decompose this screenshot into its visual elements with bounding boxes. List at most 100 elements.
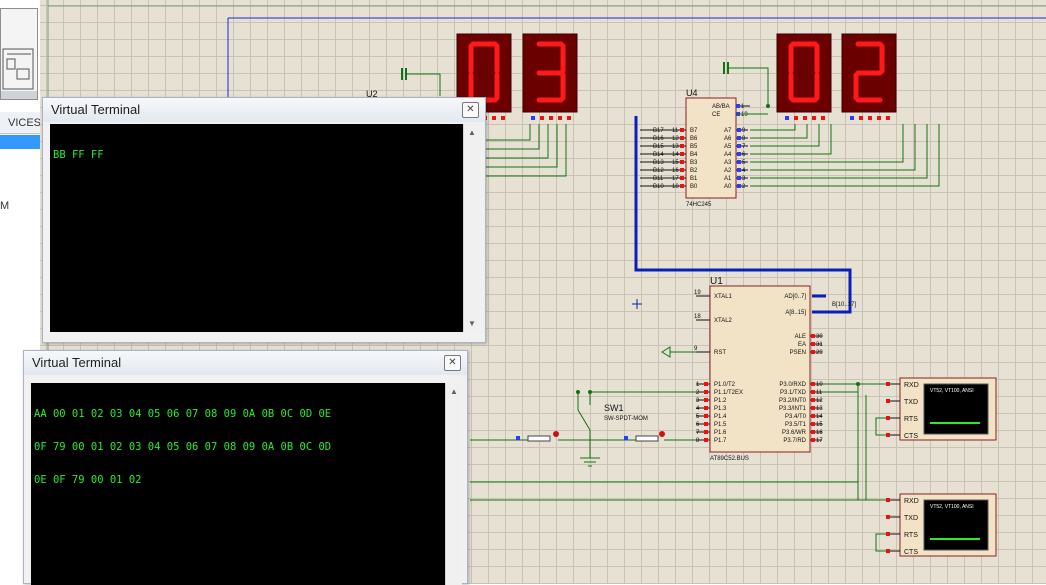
u4-pin-num: 9 (742, 128, 746, 134)
u1-pin-num: 6 (696, 422, 700, 428)
pin-marker (886, 498, 890, 502)
u4-net-label: B15 (653, 144, 664, 150)
u1-pin-num: 18 (694, 314, 701, 320)
pin-marker (704, 430, 708, 434)
terminal-2-screen[interactable]: AA 00 01 02 03 04 05 06 07 08 09 0A 0B 0… (31, 383, 445, 585)
u1-ref-label: U1 (710, 276, 723, 287)
terminal-1-scrollbar[interactable]: ▲ ▼ (463, 124, 480, 332)
ic-u1-body[interactable] (709, 285, 811, 453)
pin-marker (704, 398, 708, 402)
u4-pin-num: 17 (672, 176, 679, 182)
wire (406, 73, 441, 96)
scroll-up-icon[interactable]: ▲ (450, 387, 458, 396)
wire (750, 124, 940, 187)
u4-pin-name: A5 (724, 144, 732, 150)
u1-pin-name: P1.4 (714, 414, 727, 420)
u4-net-label: B10 (653, 184, 664, 190)
pin-marker (737, 152, 741, 156)
u4-net-label: B16 (653, 136, 664, 142)
u1-pin-name: P3.2/INT0 (779, 398, 807, 404)
pin-marker (680, 128, 684, 132)
terminal-2-title[interactable]: Virtual Terminal (24, 351, 467, 375)
display-pin (803, 116, 807, 120)
u1-pin-num: 19 (694, 290, 701, 296)
overview-map-icon (1, 48, 37, 99)
pin-marker (737, 168, 741, 172)
pin-marker (704, 390, 708, 394)
bus-net-label: B[10..17] (832, 302, 856, 308)
push-button[interactable] (527, 435, 551, 442)
vterm-pin-label: RXD (904, 382, 919, 389)
u4-net-label: B12 (653, 168, 664, 174)
pin-marker (680, 184, 684, 188)
junction-dot (766, 104, 770, 108)
wire (486, 124, 549, 159)
display-pin (794, 116, 798, 120)
display-pin (877, 116, 881, 120)
u1-pin-name: PSEN (790, 350, 806, 356)
pin-marker (704, 414, 708, 418)
u1-pin-num: 8 (696, 438, 700, 444)
close-icon[interactable]: ✕ (444, 355, 461, 371)
u4-pin-num: 6 (742, 152, 746, 158)
u1-pin-num: 17 (816, 438, 823, 444)
u1-pin-num: 12 (816, 398, 823, 404)
push-button[interactable] (635, 435, 659, 442)
switch-contact (576, 390, 580, 394)
scroll-down-icon[interactable]: ▼ (468, 319, 476, 328)
scroll-up-icon[interactable]: ▲ (468, 128, 476, 137)
u4-pin-num: 1 (741, 104, 745, 110)
pin-marker (680, 136, 684, 140)
switch-lever (577, 392, 591, 431)
u1-pin-name: P3.3/INT1 (779, 406, 807, 412)
power-terminal-icon (661, 346, 671, 358)
u4-pin-num: 14 (672, 152, 679, 158)
u1-pin-name: P1.5 (714, 422, 727, 428)
u4-pin-num: 11 (672, 128, 679, 134)
pin-marker (680, 160, 684, 164)
display-pin (492, 116, 496, 120)
u1-pin-name: XTAL1 (714, 294, 733, 300)
devices-selected-row[interactable] (0, 135, 45, 149)
terminal-2-line: 0F 79 00 01 02 03 04 05 06 07 08 09 0A 0… (34, 441, 332, 453)
ic-u4-body[interactable] (685, 97, 737, 199)
u4-pin-num: 3 (742, 176, 746, 182)
u1-pin-name: P3.7/RD (783, 438, 806, 444)
pin-marker (811, 342, 815, 346)
display-pin (886, 116, 890, 120)
u1-pin-name: A[8..15] (785, 310, 806, 316)
pin-marker (737, 144, 741, 148)
u4-net-label: B17 (653, 128, 664, 134)
left-panel: VICES M (0, 0, 45, 584)
overview-thumbnail[interactable] (0, 8, 38, 100)
u1-pin-name: P1.6 (714, 430, 727, 436)
pin-marker (516, 436, 520, 440)
virtual-terminal-window-1[interactable]: Virtual Terminal ✕ BB FF FF ▲ ▼ (42, 97, 486, 343)
terminal-1-screen[interactable]: BB FF FF (50, 124, 470, 332)
u1-pin-num: 4 (696, 406, 700, 412)
display-pin (868, 116, 872, 120)
pin-marker (737, 184, 741, 188)
display-pin (540, 116, 544, 120)
terminal-2-scrollbar[interactable]: ▲ (445, 383, 462, 585)
u4-pin-name: CE (712, 112, 720, 118)
display-pin (821, 116, 825, 120)
pin-marker (704, 382, 708, 386)
virtual-terminal-window-2[interactable]: Virtual Terminal ✕ AA 00 01 02 03 04 05 … (23, 350, 468, 585)
devices-tab[interactable]: VICES (0, 112, 45, 134)
u4-pin-name: B2 (690, 168, 698, 174)
u1-pin-num: 1 (696, 382, 700, 388)
u1-pin-name: P1.3 (714, 406, 727, 412)
u4-pin-name: A7 (724, 128, 732, 134)
terminal-1-title[interactable]: Virtual Terminal (43, 98, 485, 122)
pin-marker (886, 515, 890, 519)
pin-marker (680, 176, 684, 180)
close-icon[interactable]: ✕ (462, 102, 479, 118)
pin-marker (704, 438, 708, 442)
pin-marker (811, 334, 815, 338)
pin-marker (886, 399, 890, 403)
wire (728, 67, 769, 106)
wire (822, 391, 886, 501)
u4-pin-num: 12 (672, 136, 679, 142)
